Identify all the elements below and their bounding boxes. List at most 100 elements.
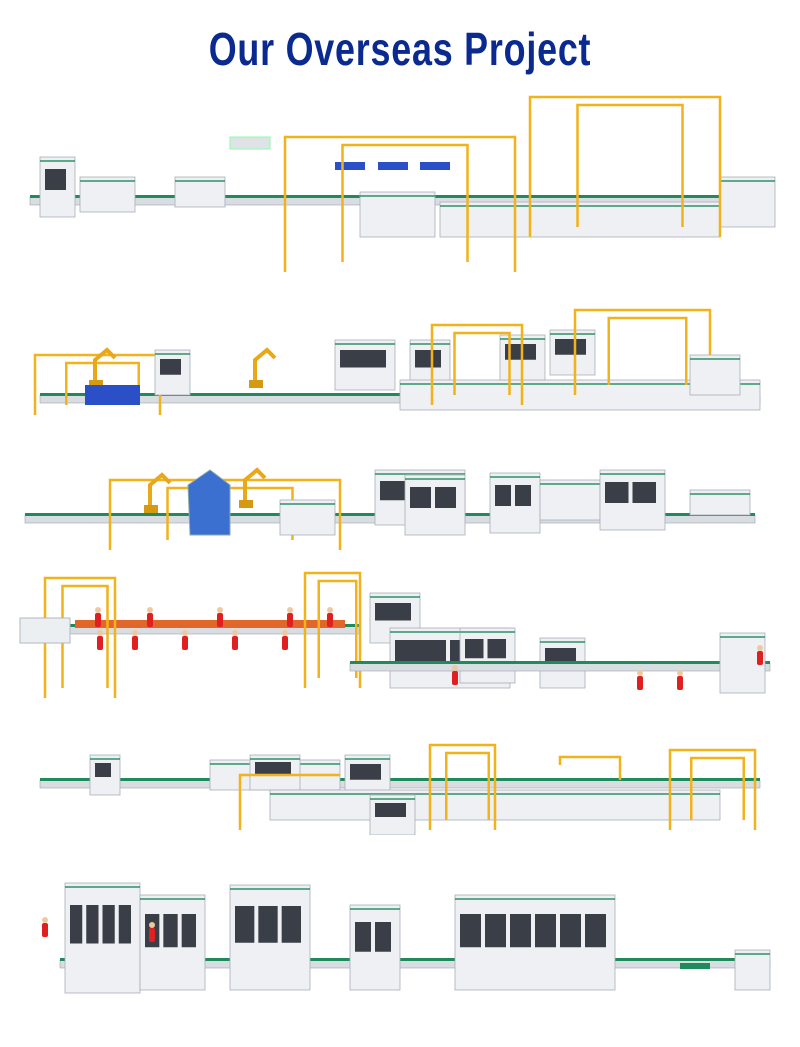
machine-window [102,905,115,944]
machine-window [95,763,111,777]
machine-stripe [735,953,770,955]
worker [95,613,101,627]
project-image-6 [0,875,800,1005]
robot-arm [148,472,172,505]
blue-pallet [85,385,140,405]
machine [539,479,601,521]
project-image-2 [0,305,800,420]
machine-window [395,640,446,661]
machine-stripe [230,888,310,890]
machine-stripe [155,353,190,355]
machine-window [355,922,371,952]
worker-head [147,607,153,613]
blue-tray [335,162,365,170]
yellow-gantry-frame [428,743,497,830]
project-image-4 [0,568,800,703]
blue-robot-station [187,469,231,536]
worker [42,923,48,937]
worker [452,671,458,685]
machine-window [485,914,506,948]
platform [19,617,71,644]
robot-base [144,505,158,513]
machine [359,191,436,238]
worker-head [149,922,155,928]
blue-tray [378,162,408,170]
machine-stripe [690,358,740,360]
machine-stripe [440,205,720,207]
worker [757,651,763,665]
machine-window [163,914,178,948]
machine-stripe [600,473,665,475]
machine-window [435,487,456,508]
machine-stripe [460,631,515,633]
project-image-5 [0,735,800,835]
machine-stripe [390,631,510,633]
machine-stripe [360,195,435,197]
worker-head [132,630,138,636]
machine-stripe [280,503,335,505]
shelf [229,136,271,150]
machine-window [487,639,506,659]
machine-window [375,803,406,817]
machine-window [535,914,556,948]
machine-stripe [490,476,540,478]
project-image-1 [0,92,800,277]
yellow-crane [558,755,622,780]
worker [232,636,238,650]
machine-window [258,906,278,943]
robot-arm [243,467,267,500]
conveyor [349,662,771,672]
worker-head [327,607,333,613]
worker [282,636,288,650]
machine-window [515,485,531,506]
machine-stripe [550,333,595,335]
machine-window [375,603,411,621]
worker [217,613,223,627]
machine-stripe [405,478,465,480]
machine [279,499,336,536]
worker-head [42,917,48,923]
machine-stripe [410,343,450,345]
machine-stripe [375,473,465,475]
machine-window [460,914,481,948]
machine-stripe [540,641,585,643]
worker-head [677,670,683,676]
machine [79,176,136,213]
machine [689,354,741,396]
conveyor-belt [60,958,770,961]
machine-stripe [370,596,420,598]
orange-workbench [75,620,345,628]
machine-stripe [335,343,395,345]
yellow-frame [238,773,340,830]
machine-window [510,914,531,948]
machine-stripe [90,758,120,760]
worker [677,676,683,690]
machine-window [495,485,511,506]
robot-base [89,380,103,388]
project-image-3 [0,455,800,555]
machine-stripe [250,758,300,760]
robot-base [249,380,263,388]
worker [637,676,643,690]
machine-window [375,922,391,952]
machine-window [160,359,181,375]
machine-stripe [690,493,750,495]
blue-tray [420,162,450,170]
machine-window [118,905,131,944]
machine-stripe [540,483,600,485]
robot-arm [93,347,117,380]
machine-window [255,762,291,775]
worker-head [637,670,643,676]
yellow-gantry-frame [303,571,362,688]
worker-head [182,630,188,636]
machine [439,201,721,238]
worker-head [217,607,223,613]
machine-stripe [720,636,765,638]
machine-window [505,344,536,360]
machine-window [632,482,656,503]
machine-window [45,169,66,190]
machine-stripe [40,160,75,162]
machine-window [350,764,381,780]
yellow-gantry-frame [283,135,517,272]
worker [182,636,188,650]
